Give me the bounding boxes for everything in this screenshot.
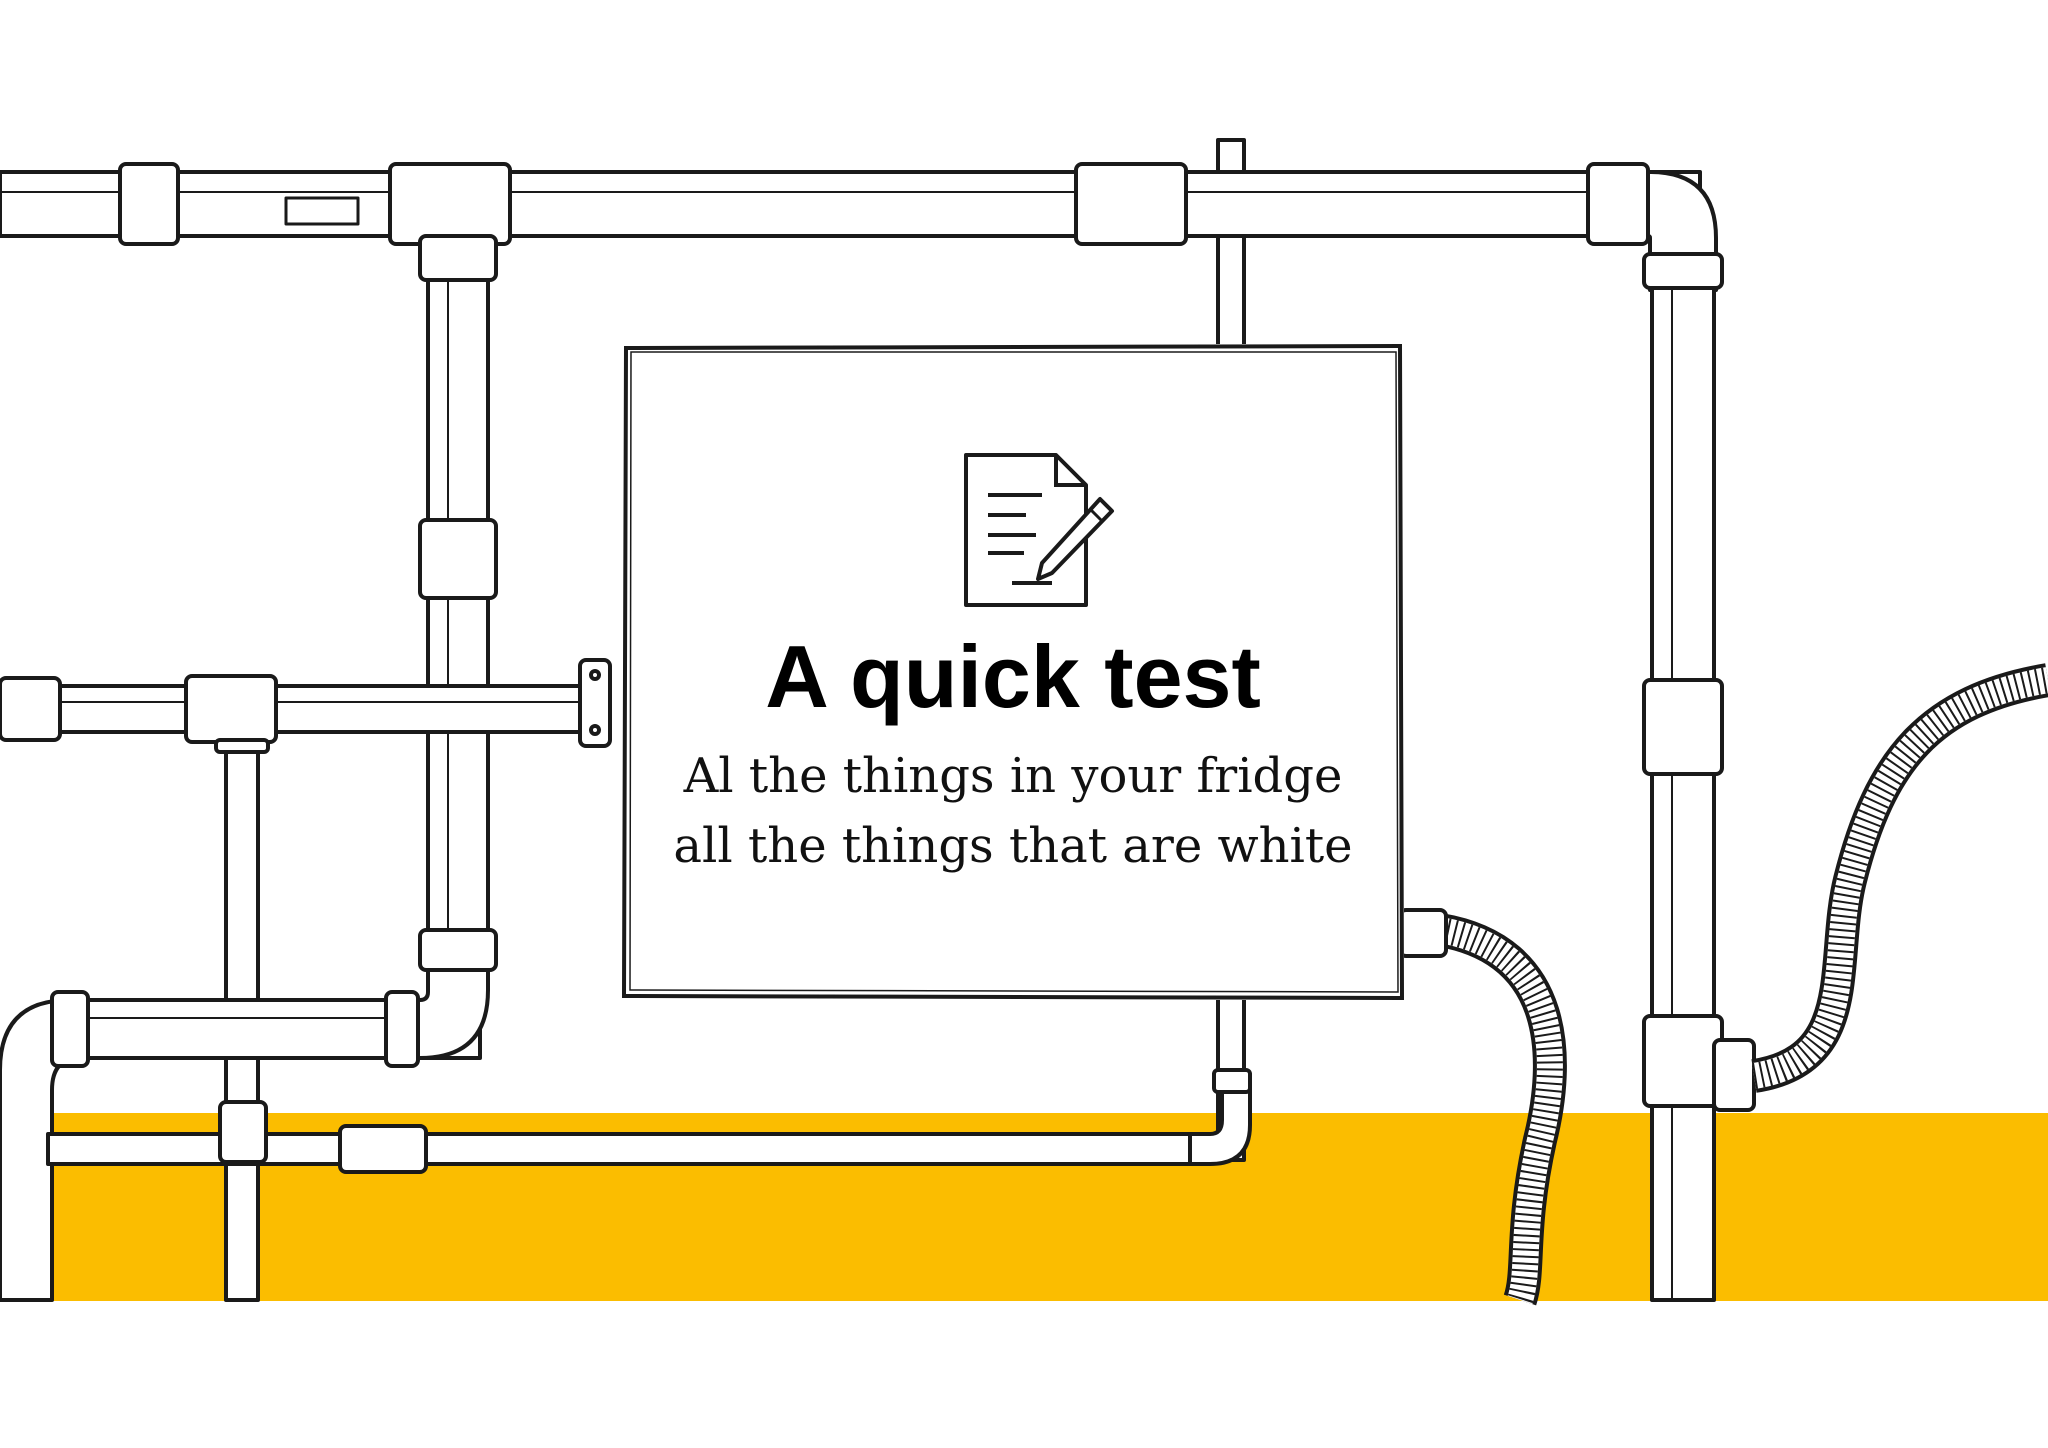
subtitle-line-1: Al the things in your fridge: [683, 748, 1343, 804]
slide-title: A quick test: [765, 627, 1261, 726]
pipe-network: [0, 138, 1756, 1302]
flexible-hoses: [1398, 663, 2048, 1306]
card-sketch-border: [621, 343, 1405, 1001]
subtitle-line-2: all the things that are white: [673, 818, 1353, 874]
quiz-card: A quick test Al the things in your fridg…: [621, 343, 1405, 1001]
document-pencil-icon: [964, 453, 1114, 607]
